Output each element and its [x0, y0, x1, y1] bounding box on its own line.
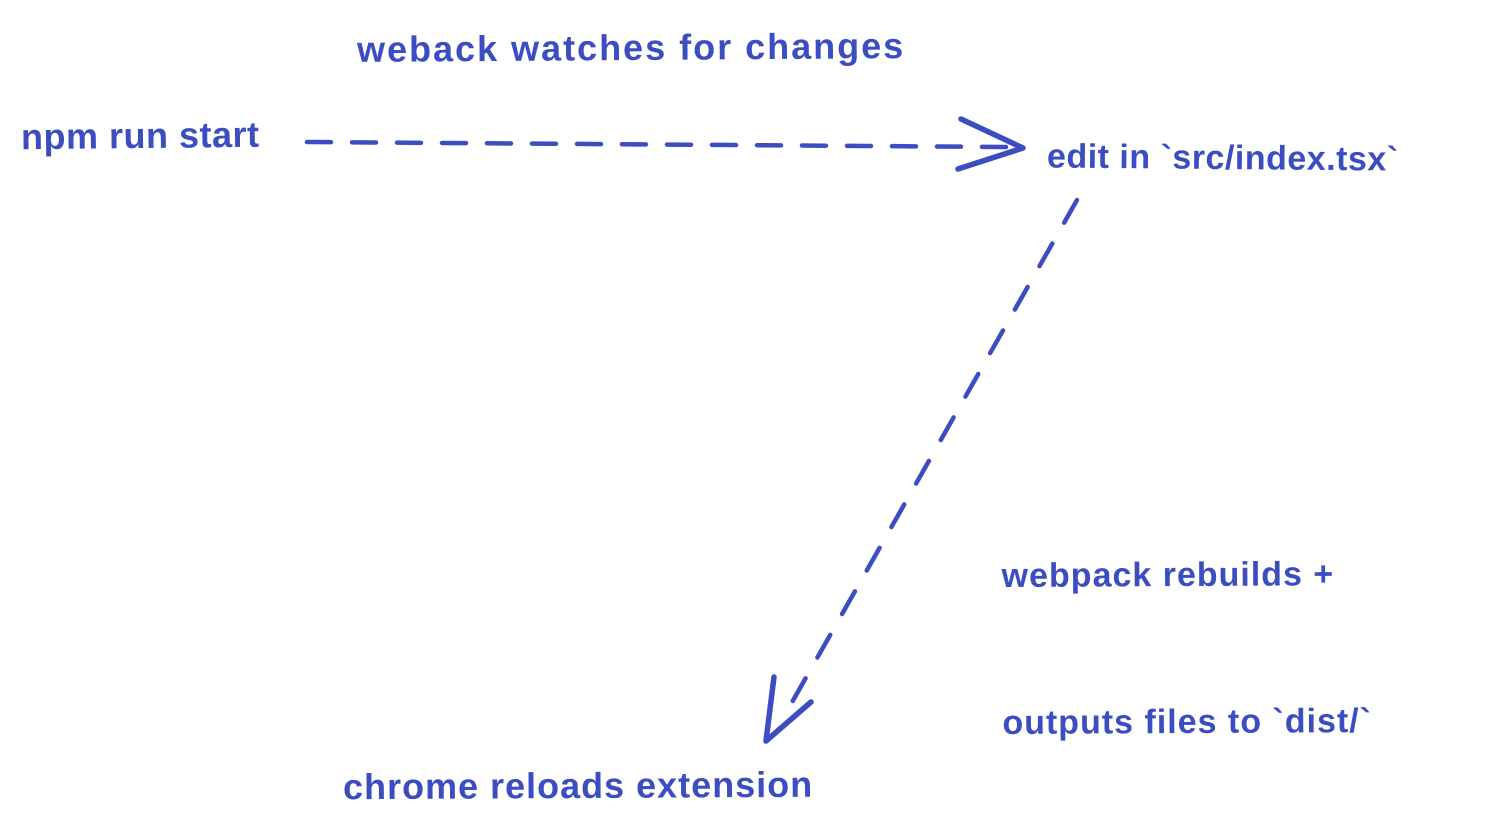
node-npm-run-start: npm run start: [20, 113, 260, 158]
annotation-webpack-rebuilds-line2: outputs files to `dist/`: [1002, 702, 1373, 743]
annotation-webpack-rebuilds-line1: webpack rebuilds +: [1001, 554, 1335, 595]
annotation-webpack-rebuilds: webpack rebuilds + outputs files to `dis…: [1001, 451, 1373, 829]
edge-label-webpack-watches: weback watches for changes: [356, 25, 906, 70]
node-chrome-reloads-extension: chrome reloads extension: [342, 763, 814, 808]
arrow-npm-to-edit: [304, 116, 1026, 172]
arrow-edit-to-chrome: [763, 197, 1080, 744]
node-edit-src-index: edit in `src/index.tsx`: [1046, 137, 1399, 179]
